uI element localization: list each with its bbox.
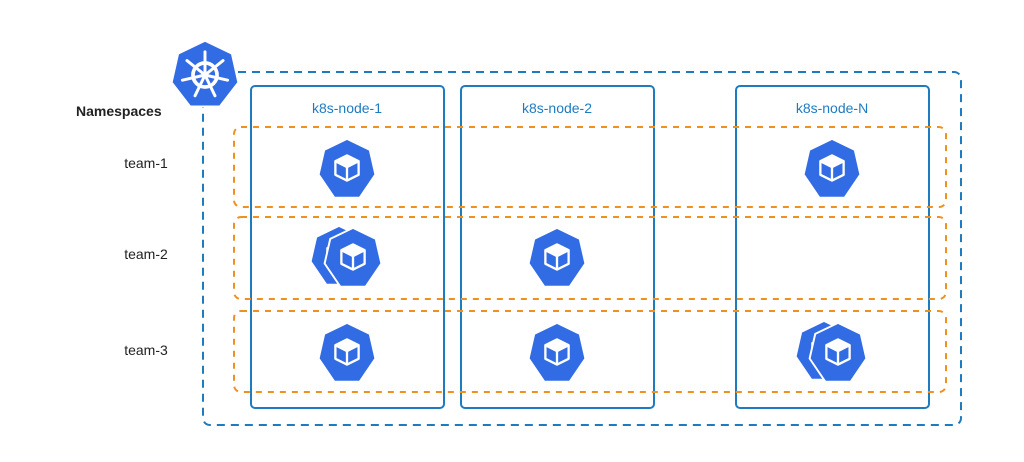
kubernetes-helm-wheel-icon (169, 38, 241, 109)
node-box-n (735, 85, 930, 409)
namespace-band-team-1 (233, 126, 947, 208)
pod-icon (317, 321, 377, 383)
namespace-band-team-3 (233, 310, 947, 393)
node-boxes (250, 85, 930, 409)
pod-stack (794, 319, 868, 383)
namespace-bands (233, 126, 947, 393)
namespace-label-team-3: team-3 (124, 342, 168, 358)
pods-layer (309, 137, 868, 383)
node-label-2: k8s-node-2 (522, 100, 592, 116)
node-label-1: k8s-node-1 (312, 100, 382, 116)
pod-stack (317, 321, 377, 383)
namespaces-heading: Namespaces (76, 103, 162, 119)
pod-stack (802, 137, 862, 199)
namespace-label-team-1: team-1 (124, 155, 168, 171)
pod-icon (317, 137, 377, 199)
pod-stack (527, 226, 587, 288)
node-box-1 (250, 85, 445, 409)
namespace-label-team-2: team-2 (124, 246, 168, 262)
pod-stack (527, 321, 587, 383)
pod-stack (309, 224, 383, 288)
node-label-n: k8s-node-N (796, 100, 868, 116)
node-box-2 (460, 85, 655, 409)
pod-icon (527, 226, 587, 288)
cluster-boundary (202, 71, 962, 426)
pod-icon (802, 137, 862, 199)
namespace-band-team-2 (233, 216, 947, 300)
pod-icon (527, 321, 587, 383)
pod-stack (317, 137, 377, 199)
